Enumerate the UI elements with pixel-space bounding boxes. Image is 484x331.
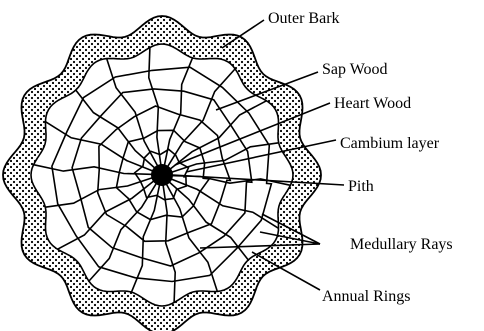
label-medullary-rays: Medullary Rays bbox=[350, 236, 453, 253]
label-heart-wood: Heart Wood bbox=[334, 95, 411, 112]
label-sap-wood: Sap Wood bbox=[322, 61, 388, 78]
label-cambium-layer: Cambium layer bbox=[340, 135, 440, 152]
label-outer-bark: Outer Bark bbox=[268, 10, 340, 27]
pith-dot bbox=[151, 164, 173, 186]
label-pith: Pith bbox=[348, 178, 374, 195]
label-annual-rings: Annual Rings bbox=[322, 288, 410, 305]
